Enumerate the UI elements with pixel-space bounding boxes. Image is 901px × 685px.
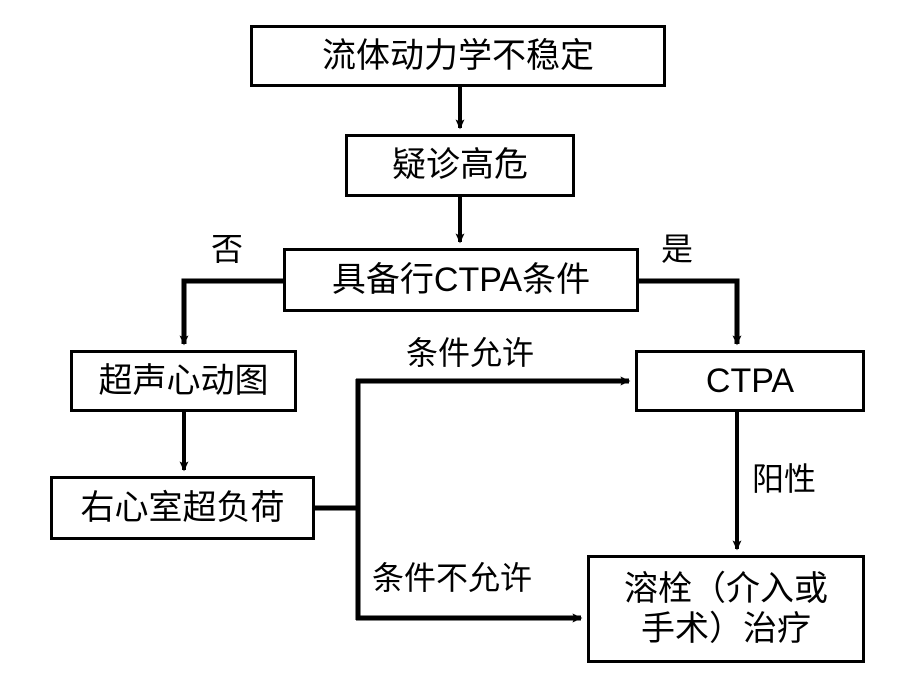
node-label: 疑诊高危 (392, 146, 528, 185)
node-thrombolysis-treatment[interactable]: 溶栓（介入或 手术）治疗 (587, 555, 865, 663)
node-echocardiogram[interactable]: 超声心动图 (70, 350, 297, 412)
node-label: 超声心动图 (98, 361, 269, 400)
edge-feasible-yes-to-ctpa (639, 278, 742, 346)
edge-label-no: 否 (211, 231, 244, 267)
node-label: CTPA (705, 361, 795, 400)
node-rv-overload[interactable]: 右心室超负荷 (50, 476, 315, 540)
edge-label-positive: 阳性 (752, 461, 817, 497)
node-hemodynamic-instability[interactable]: 流体动力学不稳定 (250, 25, 666, 87)
node-ctpa[interactable]: CTPA (635, 350, 865, 412)
node-label: 具备行CTPA条件 (331, 260, 591, 299)
node-suspected-high-risk[interactable]: 疑诊高危 (345, 134, 575, 197)
node-label: 流体动力学不稳定 (322, 36, 594, 75)
node-label: 右心室超负荷 (80, 488, 285, 527)
edge-label-yes: 是 (661, 231, 694, 267)
node-label: 溶栓（介入或 手术）治疗 (624, 569, 828, 648)
edge-label-condition-denies: 条件不允许 (372, 560, 533, 596)
edge-label-condition-allows: 条件允许 (406, 335, 535, 371)
node-ctpa-feasible[interactable]: 具备行CTPA条件 (283, 248, 639, 312)
edge-feasible-no-to-echo (179, 278, 283, 346)
